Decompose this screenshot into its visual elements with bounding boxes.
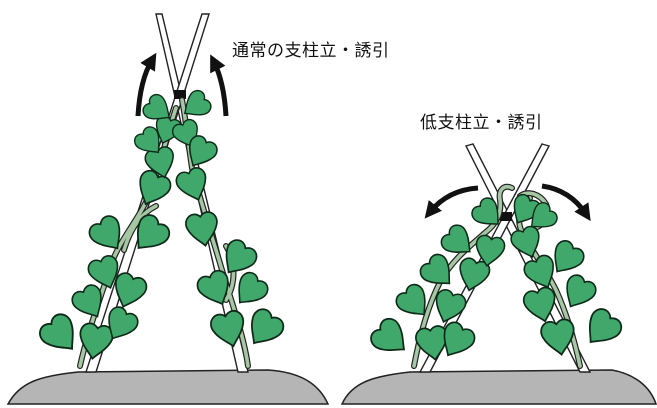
leaf (136, 214, 171, 250)
leaf (183, 89, 212, 116)
leaf (370, 317, 406, 352)
leaf (540, 318, 575, 356)
leaf (142, 93, 171, 120)
caption-low-training: 低支柱立・誘引 (420, 113, 543, 133)
right-panel (340, 143, 657, 405)
leaf (114, 272, 148, 309)
leaves-right (370, 193, 623, 361)
leaf (196, 269, 229, 306)
leaf (108, 306, 139, 340)
leaf (210, 309, 245, 348)
leaf (554, 240, 585, 273)
leaf (139, 169, 172, 206)
leaf (175, 167, 207, 202)
tie-knot (500, 212, 512, 221)
leaf (144, 146, 174, 179)
leaf (251, 308, 285, 345)
leaf (39, 313, 74, 350)
caption-normal-training: 通常の支柱立・誘引 (232, 41, 390, 61)
down-arrow-left (424, 185, 479, 219)
leaf (238, 271, 269, 304)
leaf (475, 234, 506, 267)
leaf (87, 255, 119, 290)
up-arrow-left (135, 52, 157, 117)
leaf (225, 239, 258, 274)
soil-mound-right (340, 369, 657, 405)
leaf (471, 197, 499, 225)
leaf (588, 308, 623, 344)
leaf (185, 211, 218, 247)
leaf (435, 289, 467, 324)
leaf (566, 274, 597, 308)
leaf (71, 284, 102, 318)
leaf (443, 321, 476, 357)
leaf (522, 286, 556, 323)
leaf (440, 224, 471, 253)
tie-knot (174, 90, 186, 99)
up-arrow-right (210, 54, 229, 117)
leaf (510, 225, 540, 259)
leaves-left (39, 89, 285, 360)
leaf (188, 135, 218, 167)
leaf (395, 283, 426, 316)
left-panel (6, 13, 330, 405)
leaf (134, 126, 160, 154)
down-arrow-right (541, 183, 591, 222)
leaf (88, 215, 121, 250)
soil-mound-left (6, 369, 330, 405)
leaf (419, 253, 451, 285)
leaf (459, 257, 491, 292)
